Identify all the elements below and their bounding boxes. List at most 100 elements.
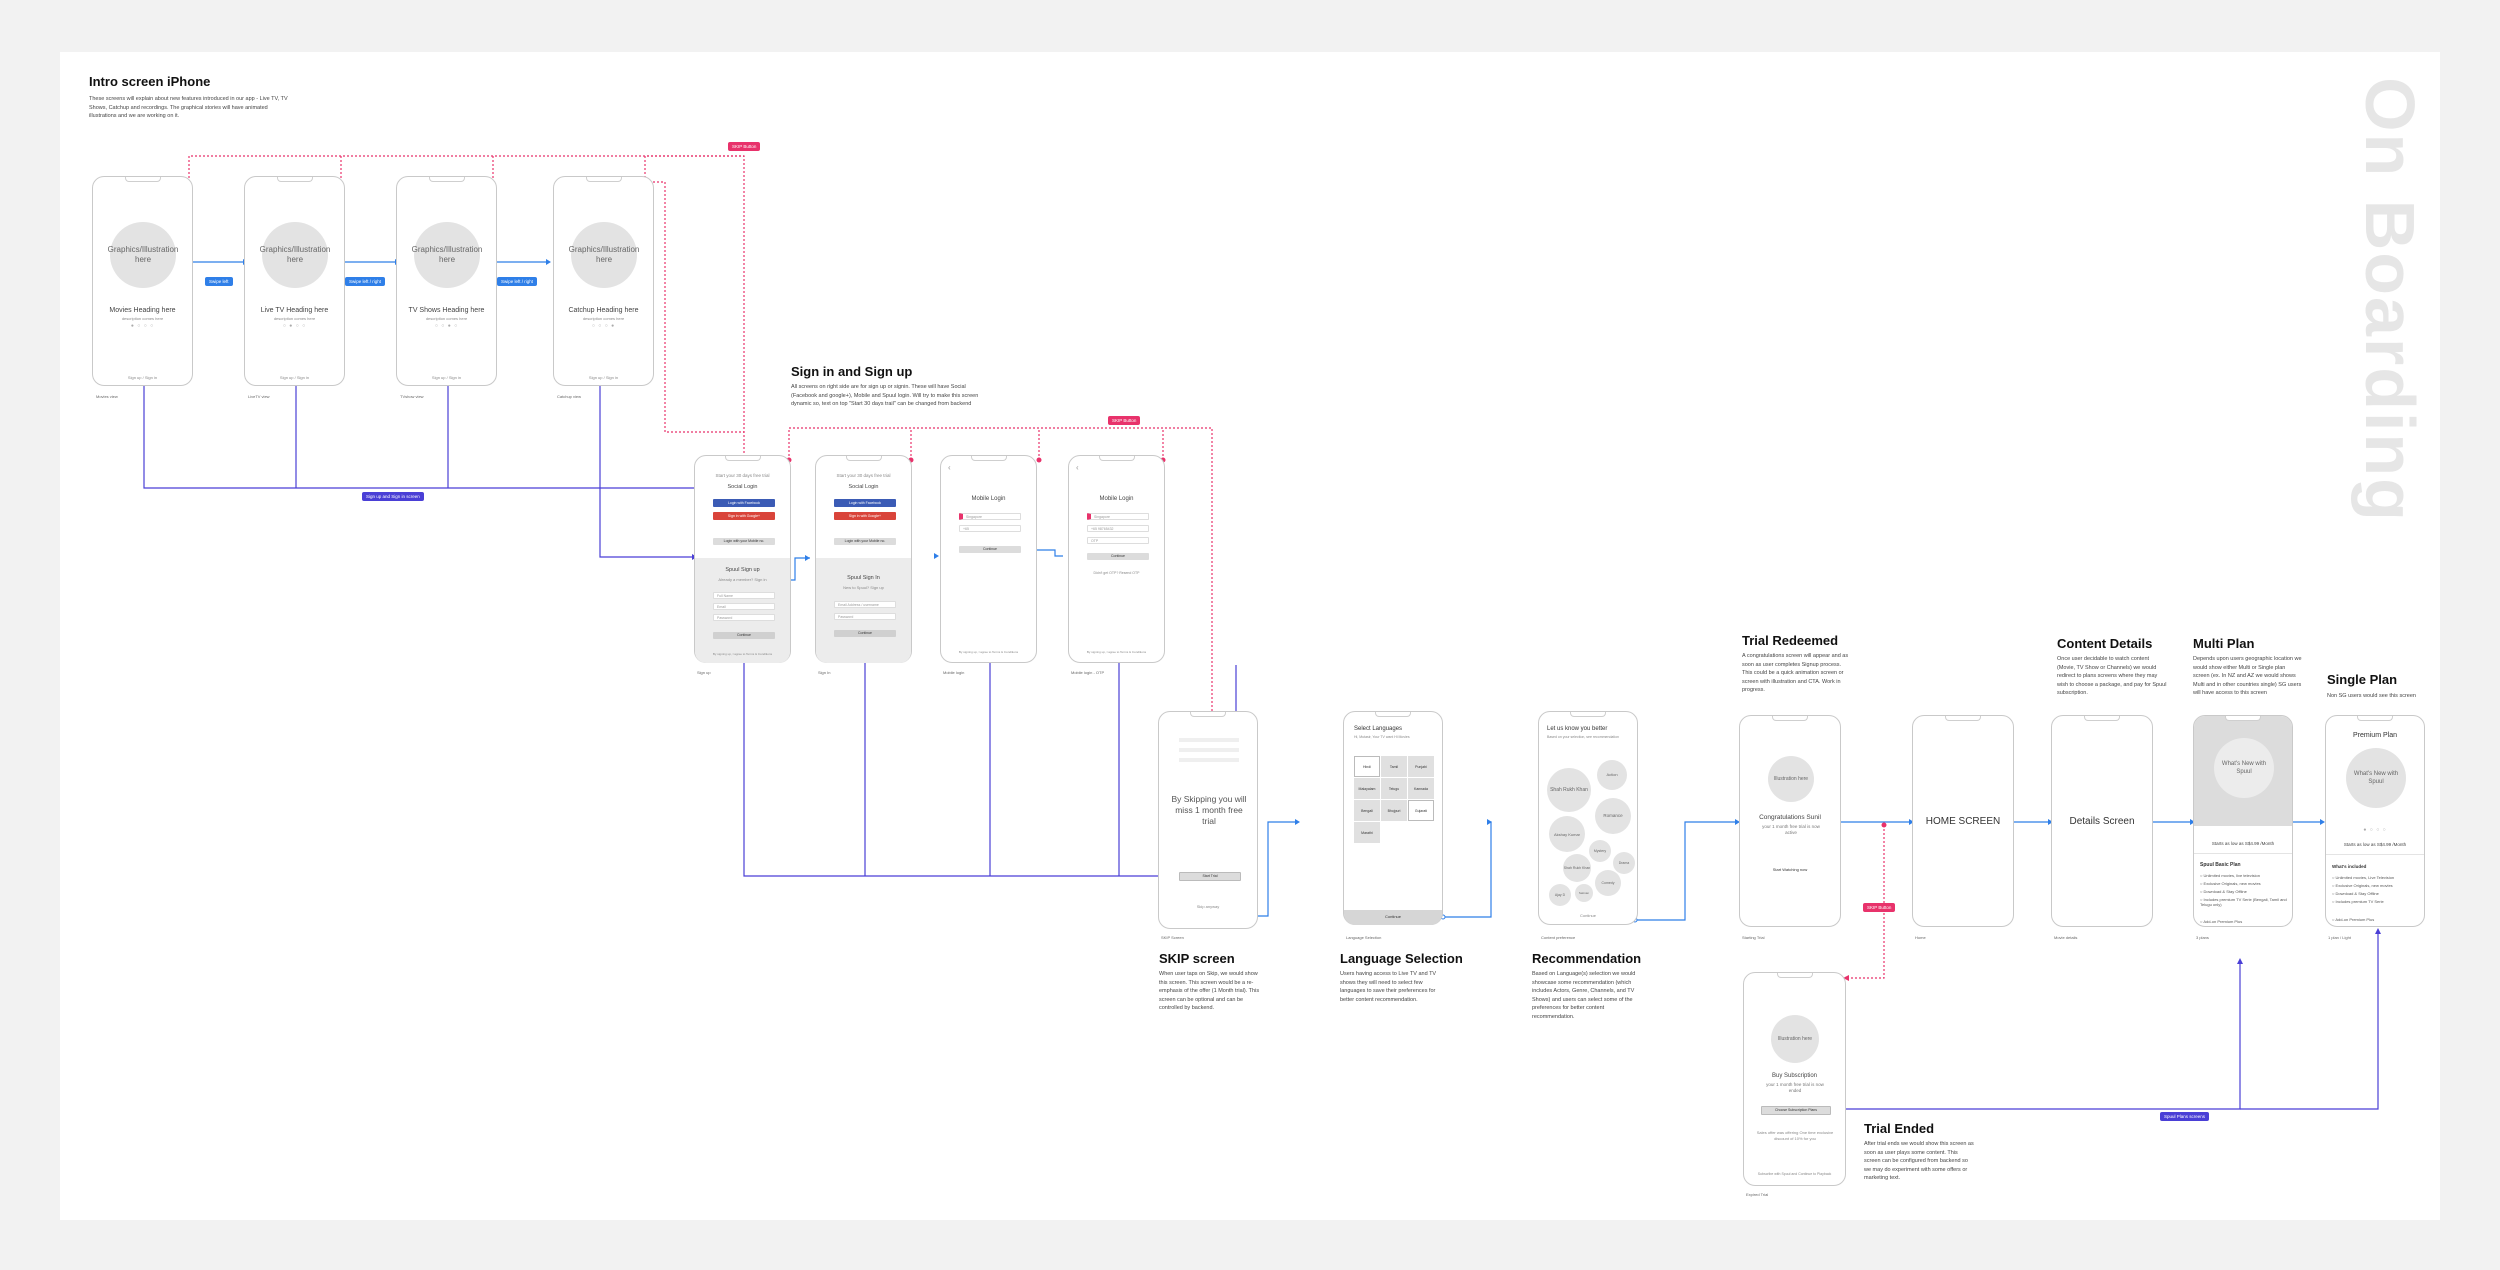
multi-plan-phone: What's New with Spuul Starts as low as S… [2193,715,2293,927]
skip-badge: SKIP Button [1863,903,1896,912]
lang-desc: Users having access to Live TV and TV sh… [1340,971,1437,1003]
lang-title: Language Selection [1340,951,1463,966]
google-login-button[interactable]: Sign in with Google+ [713,512,775,520]
language-option[interactable]: Telugu [1381,778,1407,799]
continue-button[interactable]: Continue [1344,910,1442,925]
skip-anyway-link[interactable]: Skip anyway [1196,904,1220,909]
vertical-title: On Boarding [2351,77,2429,523]
intro-sub: description comes here [121,316,164,321]
signin-link[interactable]: Already a member? Sign in [718,577,767,582]
facebook-login-button[interactable]: Login with Facebook [834,499,896,507]
details-phone: Details Screen [2051,715,2153,927]
signup-link[interactable]: Sign up / Sign in [588,375,619,380]
email-field[interactable]: Email [713,603,775,610]
start-trial-button[interactable]: Start Trial [1179,872,1241,881]
preference-bubble[interactable]: Drama [1613,852,1635,874]
preference-bubble[interactable]: Comedy [1595,870,1621,896]
page-dots[interactable]: ○ ○ ● ○ [434,323,459,329]
password-field[interactable]: Password [713,614,775,621]
language-option[interactable]: Gujarati [1408,800,1434,821]
language-option[interactable]: Bhojpuri [1381,800,1407,821]
continue-button[interactable]: Continue [959,546,1021,553]
preference-bubble[interactable]: Mystery [1589,840,1611,862]
illustration-placeholder: Illustration here [1771,1015,1819,1063]
choose-plan-button[interactable]: Choose Subscription Plans [1761,1106,1831,1115]
signup-link[interactable]: Sign up / Sign in [127,375,158,380]
mobile-otp-phone: ‹ Mobile Login Singapore +65 98765432 OT… [1068,455,1165,663]
screen-label: 3 plans [2196,935,2209,940]
rec-title: Recommendation [1532,951,1642,966]
trial-ended-text: your 1 month free trial is now ended [1766,1082,1824,1093]
skip-connector [645,181,744,433]
language-option[interactable]: Bengali [1354,800,1380,821]
google-login-button[interactable]: Sign in with Google+ [834,512,896,520]
continue-button[interactable]: Continue [1579,913,1596,918]
language-option[interactable]: Marathi [1354,822,1380,843]
plan-feature: ○ Unlimited movies, Live Television [2332,875,2395,880]
password-field[interactable]: Password [834,613,896,620]
language-option[interactable]: Malayalam [1354,778,1380,799]
illustration-placeholder: Graphics/Illustration here [412,222,482,288]
screen-label: Mobile login [943,670,965,675]
phone-field[interactable]: +65 [959,525,1021,532]
intro-title: Intro screen iPhone [89,74,211,89]
preference-bubble[interactable]: Salman [1575,884,1593,902]
details-screen-text: Details Screen [2069,816,2135,827]
skip-message: By Skipping you will miss 1 month free t… [1171,794,1247,826]
signup-link[interactable]: New to Spuul? Sign up [843,585,884,590]
country-field[interactable]: Singapore [1087,513,1149,520]
signup-connector [743,575,1239,877]
back-arrow-icon[interactable]: ‹ [1076,463,1079,472]
page-dots[interactable]: ○ ● ○ ○ [282,323,307,329]
intro-sub: description comes here [273,316,316,321]
continue-button[interactable]: Continue [834,630,896,637]
country-field[interactable]: Singapore [959,513,1021,520]
preference-bubble[interactable]: Shah Rukh Khan [1547,768,1591,812]
page-dots[interactable]: ● ○ ○ ○ [130,323,155,329]
social-login-label: Social Login [848,484,879,490]
lang-sub: Hi, Mutasir, Your TV want Hi Movies [1354,735,1410,739]
resend-otp-link[interactable]: Didn't get OTP? Resend OTP [1093,571,1140,575]
page-dots[interactable]: ○ ○ ○ ● [591,323,616,329]
language-option[interactable]: Punjabi [1408,756,1434,777]
skip-connector [188,155,745,465]
trial-ended-phone: Illustration here Buy Subscription your … [1743,972,1846,1186]
plan-title: Premium Plan [2353,732,2397,739]
otp-field[interactable]: OTP [1087,537,1149,544]
preference-bubble[interactable]: Ajay D [1549,884,1571,906]
intro-heading: TV Shows Heading here [408,307,485,314]
preference-bubble[interactable]: Action [1597,760,1627,790]
terms-text: By signing up, I agree to Terms & Condit… [1086,650,1147,654]
single-title: Single Plan [2327,672,2398,687]
email-field[interactable]: Email Address / username [834,601,896,608]
continue-button[interactable]: Continue [713,632,775,639]
rec-sub: Based on your selection, see recommendat… [1547,735,1619,739]
rec-desc: Based on Language(s) selection we would … [1532,971,1636,1020]
name-field[interactable]: Full Name [713,592,775,599]
plans-connector [1826,960,2241,1110]
whats-included: What's included [2332,864,2367,869]
mobile-login-button[interactable]: Login with your Mobile no. [834,538,896,545]
subscribe-link[interactable]: Subscribe with Spuul and Continue to Pla… [1757,1172,1832,1176]
preference-bubble[interactable]: Romance [1595,798,1631,834]
preference-bubble[interactable]: Akshay Kumar [1549,816,1585,852]
facebook-login-button[interactable]: Login with Facebook [713,499,775,507]
preference-bubble[interactable]: Shah Rukh Khan [1563,854,1591,882]
skip-connector [1846,825,1885,979]
home-phone: HOME SCREEN [1912,715,2014,927]
start-watching-link[interactable]: Start Watching now [1772,867,1808,872]
mobile-login-button[interactable]: Login with your Mobile no. [713,538,775,545]
trial-text: Start your 30 days free trial [836,473,891,478]
page-dots[interactable]: ● ○ ○ ○ [2363,827,2387,833]
language-option[interactable]: Tamil [1381,756,1407,777]
phone-field[interactable]: +65 98765432 [1087,525,1149,532]
signup-link[interactable]: Sign up / Sign in [279,375,310,380]
offer-text: Sales offer was offering One time exclus… [1756,1130,1834,1141]
screen-label: Catchup view [557,394,582,399]
language-option[interactable]: Hindi [1354,756,1380,777]
intro-heading: Catchup Heading here [568,307,639,314]
signup-link[interactable]: Sign up / Sign in [431,375,462,380]
back-arrow-icon[interactable]: ‹ [948,463,951,472]
continue-button[interactable]: Continue [1087,553,1149,560]
language-option[interactable]: Kannada [1408,778,1434,799]
